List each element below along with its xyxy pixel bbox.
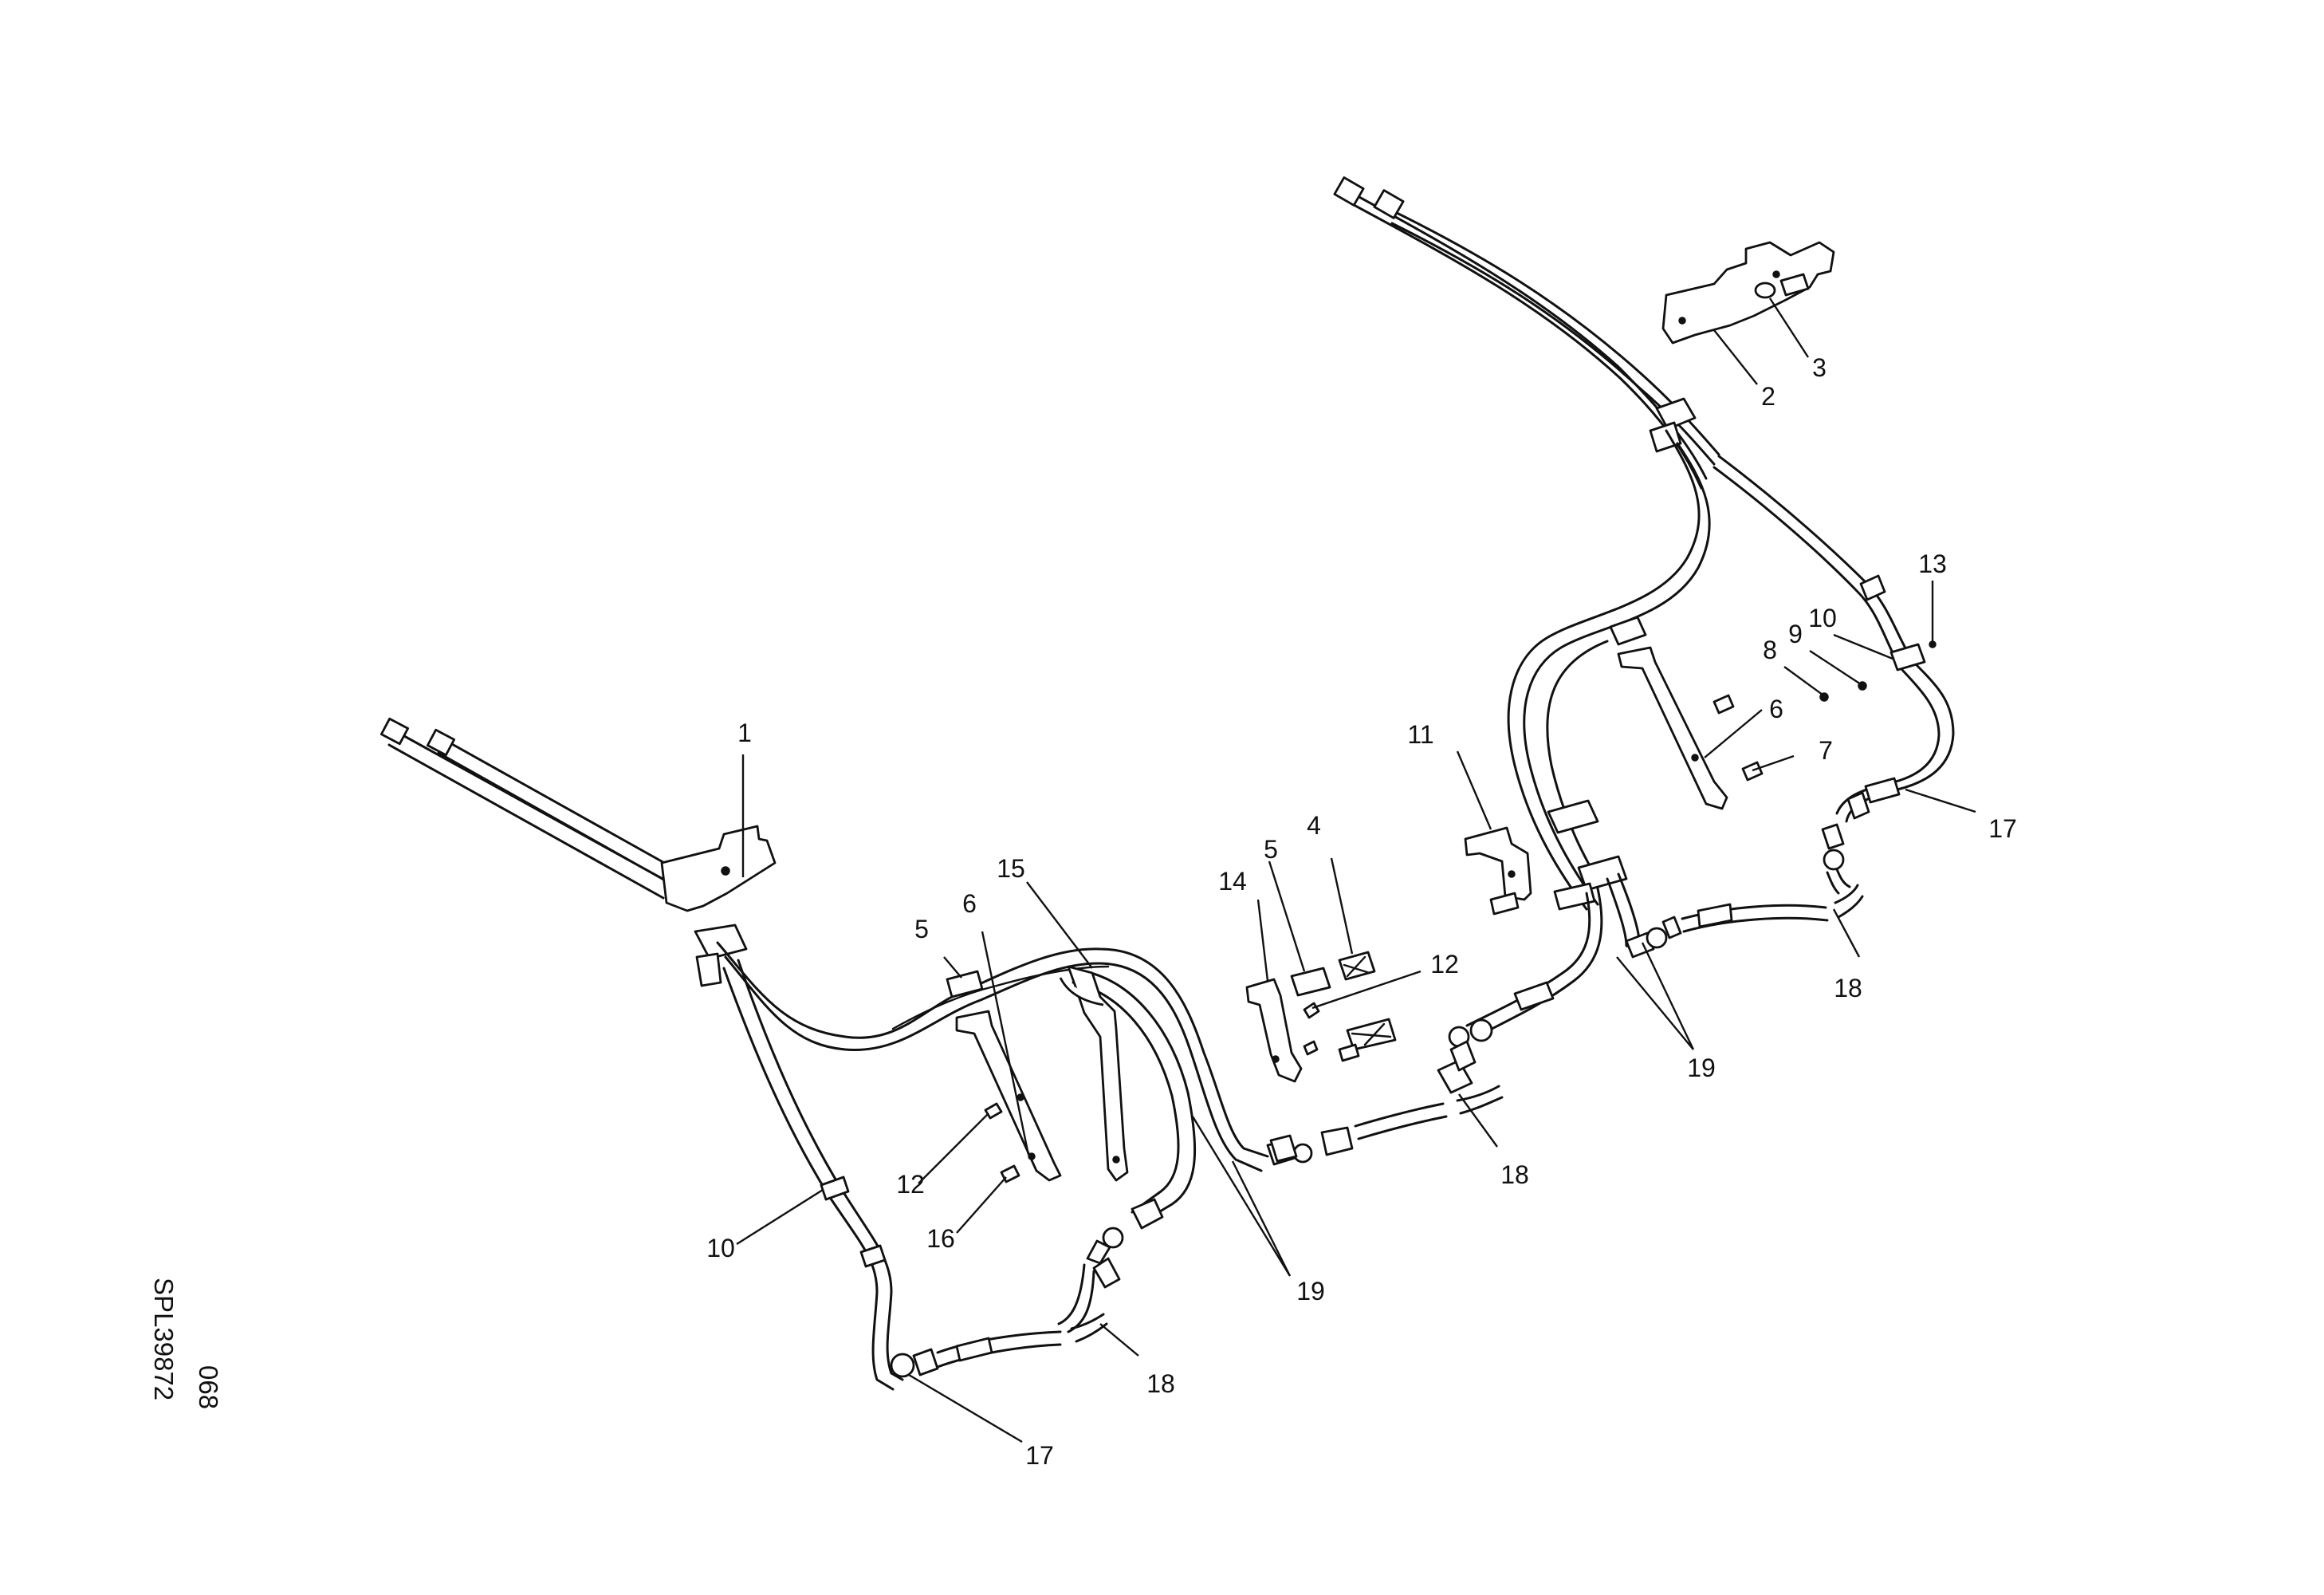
callout-8: 8 (1763, 636, 1777, 664)
bracket-2 (1661, 241, 1835, 345)
left-hose-10-b (737, 959, 904, 1381)
callout-14: 14 (1218, 867, 1247, 896)
left-hose-10-a (722, 967, 895, 1391)
right-top-clamp (1655, 397, 1697, 431)
callout-12-left: 12 (896, 1170, 925, 1199)
callout-5-left: 5 (914, 915, 929, 943)
callout-17-right: 17 (1988, 814, 2017, 843)
callout-15: 15 (997, 854, 1025, 883)
callout-19-left: 19 (1296, 1277, 1325, 1306)
middle-hose-18-b (1456, 1085, 1504, 1115)
left-hose-loop-outer (716, 941, 1269, 1158)
right-upper-hose-a (1347, 190, 1708, 490)
callout-18-middle: 18 (1500, 1160, 1529, 1189)
screw-13 (1929, 640, 1937, 648)
callout-11: 11 (1407, 720, 1433, 749)
right-clamp-lower (1577, 855, 1628, 892)
left-upper-hose-pair (387, 731, 689, 900)
right-clamp-upper (1547, 799, 1599, 834)
left-hose-down-loop-b (1072, 981, 1180, 1214)
right-upper-hose-b (1387, 207, 1720, 466)
left-fitting-17 (890, 1353, 915, 1378)
callout-12-middle: 12 (1430, 950, 1459, 979)
callout-6-right: 6 (1769, 695, 1783, 723)
bracket-11 (1464, 826, 1532, 901)
callout-2: 2 (1761, 382, 1775, 411)
right-top-fitting-a (1333, 176, 1365, 207)
left-clamp-5 (946, 970, 984, 998)
callout-7: 7 (1819, 736, 1833, 765)
drawing-sheet: 068 (194, 1365, 223, 1409)
callout-13: 13 (1918, 549, 1947, 578)
callout-5-middle: 5 (1264, 835, 1278, 864)
right-top-fitting-b (1373, 189, 1405, 219)
left-bracket-6 (955, 1010, 1062, 1182)
left-hose-18-a (936, 1330, 1062, 1369)
drawing-code: SPL39872 (149, 1278, 179, 1400)
middle-hose-18-a (1354, 1102, 1448, 1140)
left-top-fitting-b (426, 728, 456, 757)
leader-lines (736, 297, 1976, 1443)
middle-screw-12 (1303, 1002, 1320, 1019)
left-hose-down-loop-a (1083, 970, 1197, 1225)
callout-3: 3 (1812, 353, 1827, 382)
callout-9: 9 (1788, 620, 1803, 648)
callout-19-right: 19 (1687, 1053, 1716, 1082)
drawing-reference: SPL39872 068 (149, 1278, 223, 1409)
callout-1: 1 (737, 719, 752, 747)
callout-17-left: 17 (1025, 1441, 1054, 1470)
callout-18-left: 18 (1146, 1369, 1175, 1398)
left-hose-assembly (379, 717, 1313, 1391)
left-top-fitting-a (379, 717, 410, 746)
right-bracket-6 (1617, 646, 1728, 810)
bracket-1 (660, 825, 777, 912)
middle-hose-assembly (1245, 951, 1504, 1163)
callout-6-left: 6 (962, 889, 977, 918)
left-main-clamp (694, 924, 748, 960)
right-hose-down-a (1507, 429, 1711, 911)
bolt-3 (1754, 282, 1776, 299)
bracket-15 (1067, 965, 1129, 1182)
callout-4: 4 (1307, 811, 1321, 840)
callout-labels: 1 2 3 4 5 5 6 6 7 8 9 10 10 11 12 12 13 … (706, 353, 2017, 1470)
middle-clamp-5 (1290, 967, 1331, 997)
callout-10-right: 10 (1808, 604, 1837, 632)
screw-7 (1741, 761, 1764, 782)
right-clamp-10 (1889, 643, 1926, 671)
left-screw-12 (984, 1102, 1003, 1120)
left-clamp-10 (820, 1176, 850, 1201)
right-hose-to-mid-18 (1465, 887, 1603, 1038)
callout-16: 16 (926, 1224, 955, 1253)
bracket-14 (1245, 978, 1303, 1083)
callout-18-right: 18 (1834, 974, 1862, 1002)
callout-10-left: 10 (706, 1234, 735, 1262)
right-hose-assembly (1333, 176, 1955, 1072)
